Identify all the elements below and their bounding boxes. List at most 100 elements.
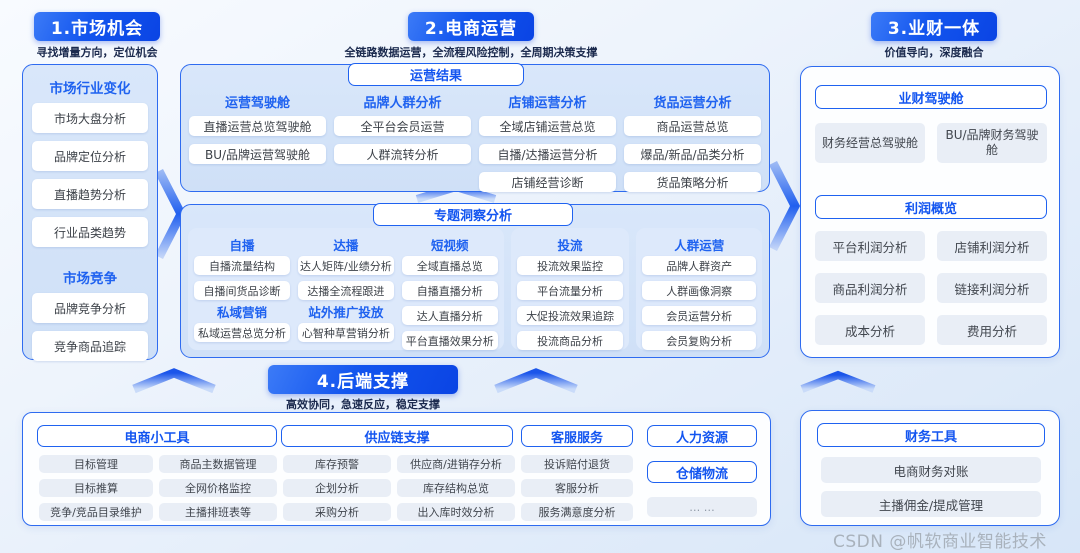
- column-title: 人群运营: [674, 238, 725, 253]
- analysis-item: 会员复购分析: [642, 331, 756, 350]
- analysis-item: 商品运营总览: [624, 116, 761, 136]
- analysis-item: 心智种草营销分析: [297, 323, 394, 342]
- results-column-goods-ops: 货品运营分析 商品运营总览爆品/新品/品类分析货品策略分析: [624, 92, 761, 192]
- analysis-item: 全域店铺运营总览: [479, 116, 616, 136]
- analysis-item: 人群流转分析: [334, 144, 471, 164]
- analysis-item: 投诉赔付退货: [521, 455, 633, 473]
- analysis-item: 目标管理: [39, 455, 153, 473]
- analysis-item: BU/品牌运营驾驶舱: [189, 144, 326, 164]
- human-resources-badge: 人力资源: [647, 425, 757, 447]
- insight-analysis-panel: 专题洞察分析 自播 自播流量结构自播间货品诊断 私域营销 私域运营总览分析 达播: [180, 203, 770, 358]
- operating-results-panel: 运营结果 运营驾驶舱 直播运营总览驾驶舱 BU/品牌运营驾驶舱 品牌人群分析 全平…: [180, 63, 770, 192]
- finance-tools-list: 电商财务对账主播佣金/提成管理: [821, 457, 1041, 517]
- analysis-item: 店铺经营诊断: [479, 172, 616, 192]
- finance-tools-badge: 财务工具: [817, 423, 1045, 447]
- analysis-item: 采购分析: [283, 503, 391, 521]
- analysis-item: BU/品牌财务驾驶舱: [937, 123, 1047, 163]
- analysis-item: 自播流量结构: [194, 256, 290, 275]
- finance-cockpit-badge: 业财驾驶舱: [815, 85, 1047, 109]
- analysis-item: 平台直播效果分析: [401, 331, 498, 350]
- market-group1-list: 市场大盘分析品牌定位分析直播趋势分析行业品类趋势: [32, 103, 148, 247]
- insight-subpanel-audience: 人群运营 品牌人群资产人群画像洞察会员运营分析会员复购分析: [636, 228, 762, 350]
- backend-subtitle: 高效协同，急速反应，稳定支撑: [286, 398, 440, 411]
- analysis-item: 主播排班表等: [159, 503, 277, 521]
- analysis-item: 成本分析: [815, 315, 925, 345]
- insight-subpanel-traffic: 投流 投流效果监控平台流量分析大促投流效果追踪投流商品分析: [510, 228, 630, 350]
- analysis-item: 竞争/竞品目录维护: [39, 503, 153, 521]
- analysis-item: 平台流量分析: [516, 281, 624, 300]
- ecommerce-operations-button: 2.电商运营: [408, 12, 534, 41]
- analysis-item: 目标推算: [39, 479, 153, 497]
- analysis-item: 商品利润分析: [815, 273, 925, 303]
- analysis-item: 自播/达播运营分析: [479, 144, 616, 164]
- profit-overview-grid: 平台利润分析店铺利润分析商品利润分析链接利润分析成本分析费用分析: [815, 231, 1047, 345]
- analysis-item: 达人直播分析: [401, 306, 498, 325]
- column-title: 店铺运营分析: [508, 96, 587, 111]
- service-col: 投诉赔付退货客服分析服务满意度分析: [521, 455, 633, 521]
- analysis-item: 库存结构总览: [397, 479, 515, 497]
- analysis-item: 人群画像洞察: [642, 281, 756, 300]
- finance-tools-panel: 财务工具 电商财务对账主播佣金/提成管理: [800, 410, 1060, 526]
- ecommerce-tools-badge: 电商小工具: [37, 425, 277, 447]
- analysis-item: 出入库时效分析: [397, 503, 515, 521]
- arrow-right-icon: [768, 160, 800, 252]
- analysis-item: 自播直播分析: [401, 281, 498, 300]
- column-title: 品牌人群分析: [363, 96, 442, 111]
- analysis-item: 私域运营总览分析: [194, 323, 290, 342]
- arrow-up-icon: [800, 370, 876, 393]
- insight-column-audience: 人群运营 品牌人群资产人群画像洞察会员运营分析会员复购分析: [642, 233, 756, 350]
- column-title: 自播: [229, 238, 255, 253]
- analysis-item: 主播佣金/提成管理: [821, 491, 1041, 517]
- analysis-item: 供应商/进销存分析: [397, 455, 515, 473]
- backend-support-button: 4.后端支撑: [268, 365, 458, 394]
- market-panel: 市场行业变化 市场大盘分析品牌定位分析直播趋势分析行业品类趋势 市场竞争 品牌竞…: [22, 64, 158, 361]
- analysis-item: 直播运营总览驾驶舱: [189, 116, 326, 136]
- analysis-item: 品牌竞争分析: [32, 293, 148, 323]
- warehouse-logistics-badge: 仓储物流: [647, 461, 757, 483]
- tools-col1: 目标管理目标推算竞争/竞品目录维护: [39, 455, 153, 521]
- business-finance-button: 3.业财一体: [871, 12, 997, 41]
- column-title: 投流: [557, 238, 583, 253]
- insight-analysis-badge: 专题洞察分析: [373, 203, 573, 226]
- market-group2-title: 市场竞争: [63, 271, 117, 287]
- customer-service-badge: 客服服务: [521, 425, 633, 447]
- analysis-item: 竞争商品追踪: [32, 331, 148, 361]
- analysis-item: 链接利润分析: [937, 273, 1047, 303]
- arrow-up-icon: [132, 368, 216, 394]
- analysis-item: 行业品类趋势: [32, 217, 148, 247]
- analysis-item: 客服分析: [521, 479, 633, 497]
- tools-col2: 商品主数据管理全网价格监控主播排班表等: [159, 455, 277, 521]
- column-title: 运营驾驶舱: [224, 96, 290, 111]
- analysis-item: 达人矩阵/业绩分析: [297, 256, 394, 275]
- column-title: 私域营销: [216, 305, 267, 320]
- results-column-store-ops: 店铺运营分析 全域店铺运营总览自播/达播运营分析店铺经营诊断: [479, 92, 616, 192]
- insight-column-traffic: 投流 投流效果监控平台流量分析大促投流效果追踪投流商品分析: [516, 233, 624, 350]
- arrow-up-icon: [494, 368, 578, 394]
- analysis-item: 达播全流程跟进: [297, 281, 394, 300]
- analysis-item: 大促投流效果追踪: [516, 306, 624, 325]
- finance-cockpit-list: 财务经营总驾驶舱 BU/品牌财务驾驶舱: [815, 123, 1047, 163]
- analysis-item: 平台利润分析: [815, 231, 925, 261]
- market-group1-title: 市场行业变化: [49, 81, 131, 97]
- market-group2-list: 品牌竞争分析竞争商品追踪: [32, 293, 148, 361]
- analysis-item: 投流商品分析: [516, 331, 624, 350]
- insight-subpanel-broadcast: 自播 自播流量结构自播间货品诊断 私域营销 私域运营总览分析 达播 达人矩阵/业…: [188, 228, 504, 350]
- ellipsis-cell: … …: [647, 497, 757, 517]
- results-column-brand-audience: 品牌人群分析 全平台会员运营人群流转分析: [334, 92, 471, 192]
- column-title: 短视频: [431, 238, 469, 253]
- analysis-item: 货品策略分析: [624, 172, 761, 192]
- analysis-item: 全网价格监控: [159, 479, 277, 497]
- column-title: 达播: [333, 238, 359, 253]
- supply-chain-badge: 供应链支撑: [281, 425, 513, 447]
- insight-column-influencer-broadcast: 达播 达人矩阵/业绩分析达播全流程跟进 站外推广投放 心智种草营销分析: [297, 233, 394, 345]
- analysis-item: 全平台会员运营: [334, 116, 471, 136]
- analysis-item: 直播趋势分析: [32, 179, 148, 209]
- analysis-item: 会员运营分析: [642, 306, 756, 325]
- operating-results-badge: 运营结果: [348, 63, 524, 86]
- analysis-item: 店铺利润分析: [937, 231, 1047, 261]
- supply-col2: 供应商/进销存分析库存结构总览出入库时效分析: [397, 455, 515, 521]
- analysis-item: 财务经营总驾驶舱: [815, 123, 925, 163]
- analysis-item: 品牌定位分析: [32, 141, 148, 171]
